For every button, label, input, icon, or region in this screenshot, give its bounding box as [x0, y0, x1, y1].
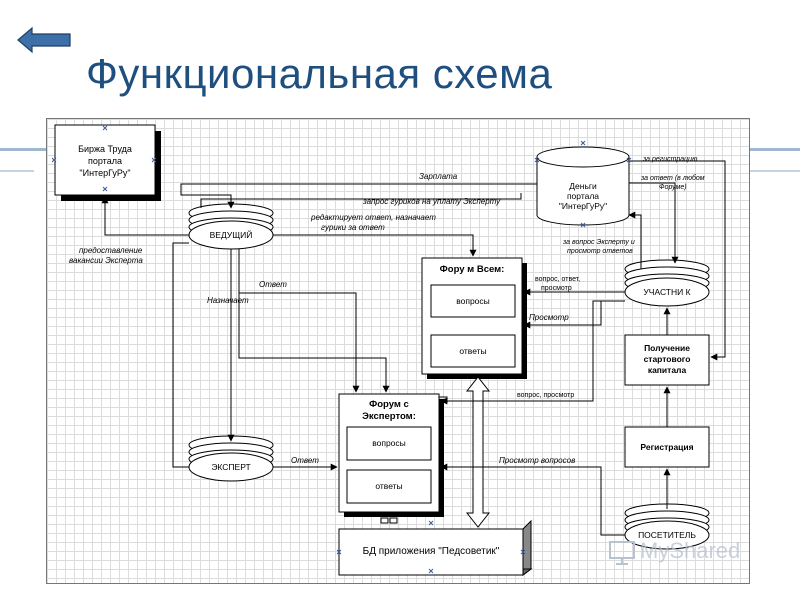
edge-naznachaet: Назначает — [207, 296, 249, 305]
bd-sync-arrow — [465, 376, 491, 528]
edge-otvet-2: Ответ — [291, 456, 319, 465]
registraciya-node: Регистрация — [624, 426, 710, 468]
forum-vsem-questions: вопросы — [456, 296, 490, 306]
edge-zarplata: Зарплата — [419, 172, 458, 181]
birzha-node: Биржа Труда портала "ИнтерГуРу" — [54, 124, 161, 201]
dengi-label-3: "ИнтерГуРу" — [559, 201, 607, 211]
deco-stripe-left — [0, 170, 34, 172]
page-title: Функциональная схема — [86, 50, 553, 97]
uchastnik-node: УЧАСТНИ К — [624, 259, 710, 307]
forum-vsem-title: Фору м Всем: — [440, 264, 505, 275]
birzha-label-2: портала — [88, 156, 122, 166]
vedushiy-label: ВЕДУЩИЙ — [210, 229, 253, 240]
back-arrow-icon[interactable] — [16, 26, 72, 54]
registraciya-label: Регистрация — [640, 442, 693, 452]
title-rule-left — [0, 148, 86, 151]
edge-redaktiruet-2: гурики за ответ — [321, 223, 385, 232]
bd-label: БД приложения "Педсоветик" — [363, 546, 500, 557]
forum-eksperty-title-2: Экспертом: — [362, 411, 416, 422]
forum-eksperty-title-1: Форум с — [369, 399, 409, 410]
edge-predostavlenie-1: предоставление — [79, 246, 143, 255]
bd-node: БД приложения "Педсоветик" — [338, 519, 533, 576]
connectors — [101, 160, 726, 536]
functional-diagram: Биржа Труда портала "ИнтерГуРу" Деньги п… — [46, 118, 750, 584]
poluchenie-node: Получение стартового капитала — [624, 334, 710, 386]
poluchenie-label-3: капитала — [648, 365, 687, 375]
birzha-label-3: "ИнтерГуРу" — [79, 168, 130, 178]
dengi-label-1: Деньги — [569, 181, 597, 191]
birzha-label-1: Биржа Труда — [78, 144, 132, 154]
edge-prosmotr: Просмотр — [529, 313, 569, 322]
presentation-icon — [609, 541, 635, 565]
ekspert-node: ЭКСПЕРТ — [188, 435, 274, 482]
bd-handle-markers — [380, 517, 398, 524]
posetitel-label: ПОСЕТИТЕЛЬ — [638, 530, 696, 540]
edge-zapros: запрос гуриков на уплату Эксперту — [362, 197, 501, 206]
edge-za-otvet-1: за ответ (в любом — [640, 174, 705, 182]
edge-vopros-prosmotr: вопрос, просмотр — [517, 392, 574, 399]
slide-header: Функциональная схема — [0, 0, 800, 150]
edge-prosmotr-voprosov: Просмотр вопросов — [499, 456, 575, 465]
dengi-label-2: портала — [567, 191, 599, 201]
forum-eksperty-node: Форум с Экспертом: вопросы ответы — [338, 393, 444, 517]
diagram-canvas: Биржа Труда портала "ИнтерГуРу" Деньги п… — [51, 124, 726, 576]
edge-vopros-otvet-2: просмотр — [541, 285, 572, 292]
dengi-node: Деньги портала "ИнтерГуРу" — [536, 146, 630, 226]
edge-za-vopros-1: за вопрос Эксперту и — [562, 239, 635, 246]
edge-otvet-1: Ответ — [259, 280, 287, 289]
forum-eksperty-answers: ответы — [375, 481, 402, 491]
selection-handles — [51, 125, 632, 574]
edge-redaktiruet-1: редактирует ответ, назначает — [310, 213, 436, 222]
edge-predostavlenie-2: вакансии Эксперта — [69, 256, 143, 265]
deco-stripe-right — [750, 170, 800, 172]
forum-eksperty-questions: вопросы — [372, 438, 406, 448]
poluchenie-label-2: стартового — [644, 354, 691, 364]
watermark-text: MyShared — [640, 538, 741, 563]
forum-vsem-node: Фору м Всем: вопросы ответы — [421, 257, 527, 379]
edge-za-reg: за регистрацию — [642, 156, 698, 163]
edge-za-vopros-2: просмотр ответов — [567, 248, 633, 255]
title-rule-right — [744, 148, 800, 151]
ekspert-label: ЭКСПЕРТ — [211, 462, 250, 472]
poluchenie-label-1: Получение — [644, 343, 690, 353]
vedushiy-node: ВЕДУЩИЙ — [188, 203, 274, 250]
edge-vopros-otvet-1: вопрос, ответ, — [535, 276, 580, 283]
forum-vsem-answers: ответы — [459, 346, 486, 356]
uchastnik-label: УЧАСТНИ К — [643, 287, 690, 297]
edge-za-otvet-2: Форуме) — [659, 184, 687, 191]
